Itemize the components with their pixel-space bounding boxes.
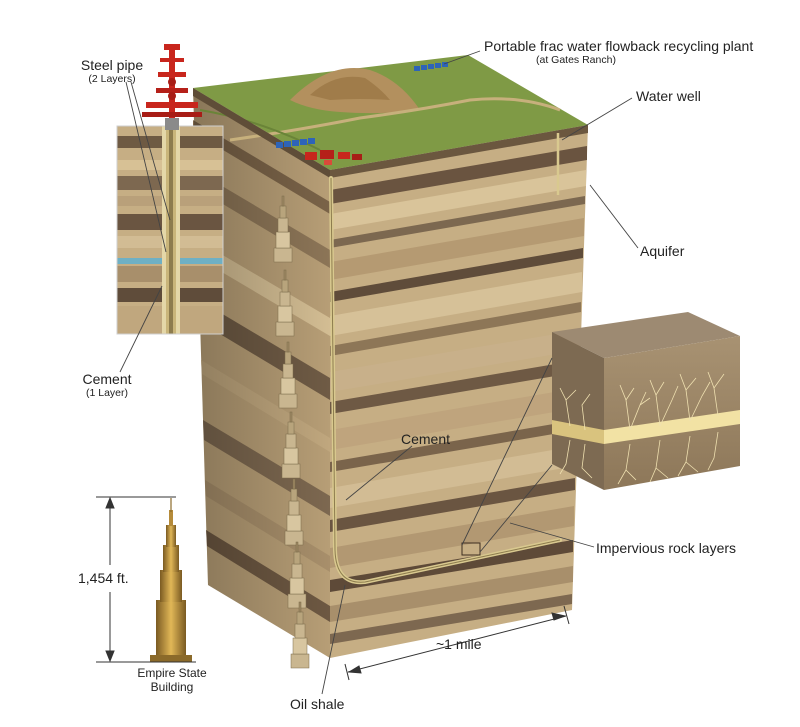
label-steel-pipe-title: Steel pipe bbox=[72, 57, 152, 73]
label-steel-pipe-sub: (2 Layers) bbox=[72, 73, 152, 85]
label-empire-state-line1: Empire State bbox=[126, 666, 218, 680]
label-recycling-plant-sub: (at Gates Ranch) bbox=[484, 54, 753, 66]
pipe-cutaway-inset bbox=[117, 126, 223, 334]
label-cement-mid: Cement bbox=[401, 431, 450, 447]
label-aquifer: Aquifer bbox=[640, 243, 684, 259]
block-front-face bbox=[330, 125, 588, 658]
empire-state-reference bbox=[150, 498, 192, 662]
label-height: 1,454 ft. bbox=[78, 570, 129, 586]
label-water-well: Water well bbox=[636, 88, 701, 104]
label-cement-top: Cement (1 Layer) bbox=[74, 371, 140, 399]
label-oil-shale: Oil shale bbox=[290, 696, 344, 712]
label-impervious-rock: Impervious rock layers bbox=[596, 540, 736, 556]
shale-cube-inset bbox=[552, 312, 740, 490]
label-empire-state: Empire State Building bbox=[126, 666, 218, 694]
label-cement-top-title: Cement bbox=[74, 371, 140, 387]
label-recycling-plant-title: Portable frac water flowback recycling p… bbox=[484, 38, 753, 54]
label-distance: ~1 mile bbox=[436, 636, 482, 652]
label-empire-state-line2: Building bbox=[126, 680, 218, 694]
label-recycling-plant: Portable frac water flowback recycling p… bbox=[484, 38, 753, 66]
label-steel-pipe: Steel pipe (2 Layers) bbox=[72, 57, 152, 85]
label-cement-top-sub: (1 Layer) bbox=[74, 387, 140, 399]
